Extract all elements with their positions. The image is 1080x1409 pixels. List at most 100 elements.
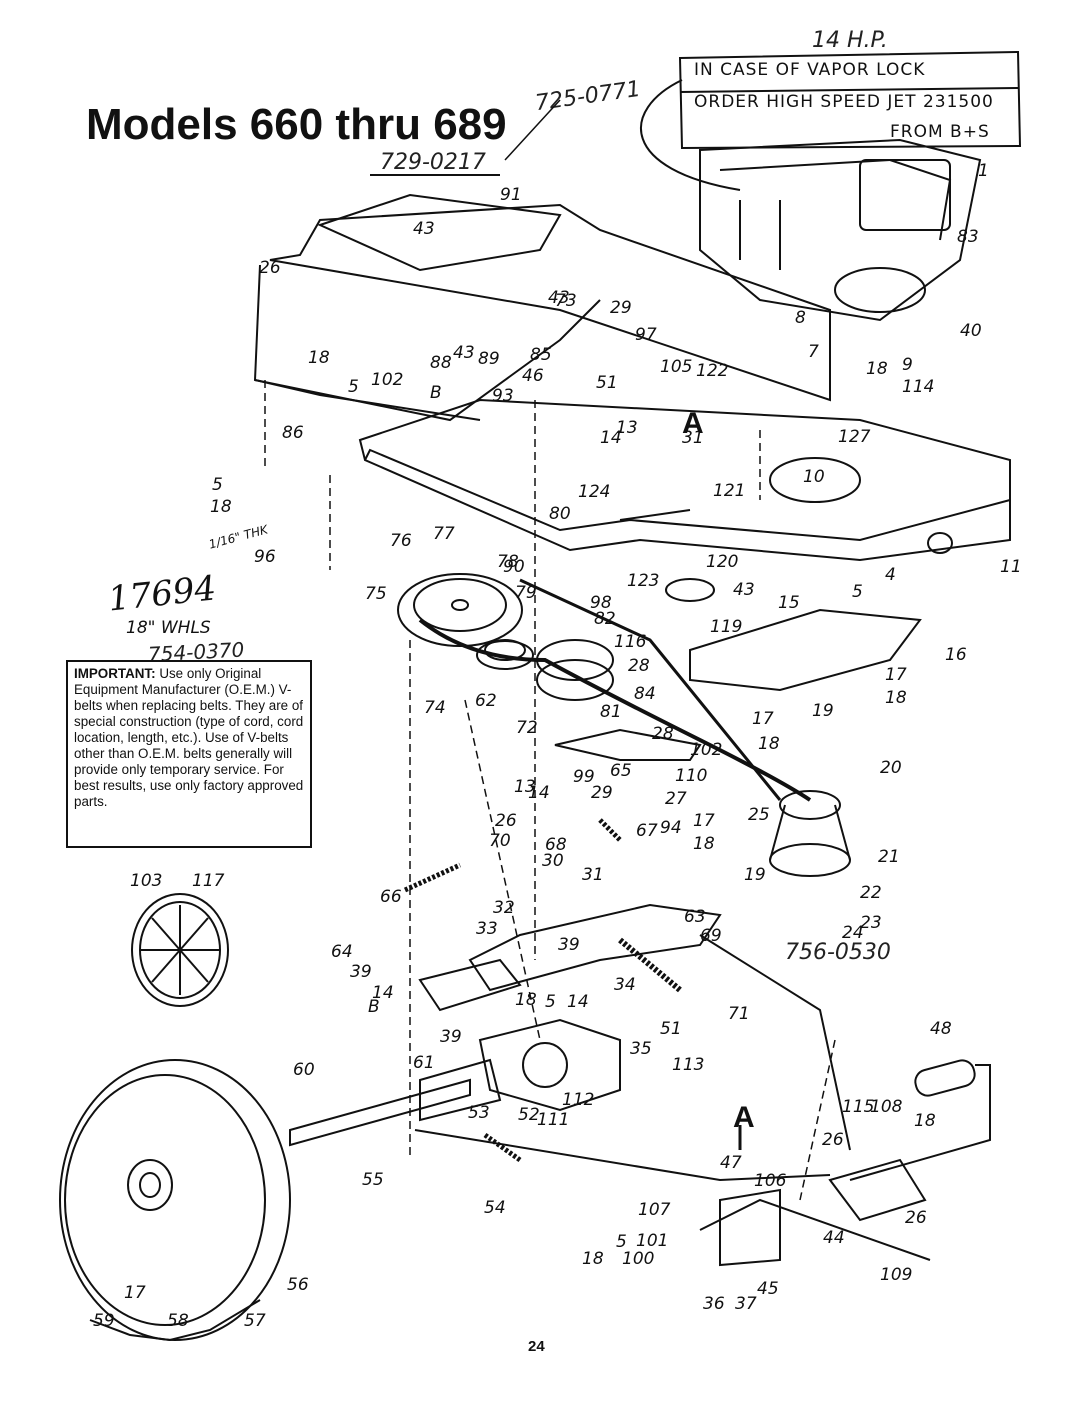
handwritten-wheel-size: 18" WHLS — [126, 618, 211, 638]
part-callout-86: 86 — [282, 423, 304, 443]
spring-34 — [618, 937, 682, 993]
part-callout-33: 33 — [476, 919, 498, 939]
part-callout-29: 29 — [591, 783, 613, 803]
part-callout-123: 123 — [627, 571, 659, 591]
part-callout-17: 17 — [885, 665, 907, 685]
part-callout-77: 77 — [433, 524, 455, 544]
part-callout-39: 39 — [350, 962, 372, 982]
part-callout-116: 116 — [614, 632, 647, 652]
idler-pulley — [476, 639, 534, 670]
part-callout-51: 51 — [660, 1019, 682, 1039]
part-callout-8: 8 — [795, 308, 806, 328]
spring-67 — [598, 818, 622, 842]
part-callout-79: 79 — [515, 583, 537, 603]
vapor-note-arrow — [640, 79, 741, 191]
part-callout-71: 71 — [728, 1004, 750, 1024]
part-callout-46: 46 — [522, 366, 544, 386]
part-callout-93: 93 — [492, 386, 514, 406]
part-callout-83: 83 — [957, 227, 979, 247]
part-callout-35: 35 — [630, 1039, 652, 1059]
part-callout-74: 74 — [424, 698, 446, 718]
dash-panel — [253, 193, 831, 422]
part-callout-111: 111 — [537, 1110, 569, 1130]
part-callout-102: 102 — [690, 740, 722, 760]
v-belt — [418, 618, 812, 802]
part-callout-84: 84 — [634, 684, 656, 704]
transmission — [419, 1018, 621, 1122]
part-callout-1: 1 — [978, 161, 989, 181]
vapor-lock-note: IN CASE OF VAPOR LOCK ORDER HIGH SPEED J… — [680, 52, 1020, 148]
part-callout-40: 40 — [960, 321, 982, 341]
part-callout-90: 90 — [503, 557, 525, 577]
part-callout-14: 14 — [600, 428, 622, 448]
part-callout-39: 39 — [440, 1027, 462, 1047]
part-callout-100: 100 — [622, 1249, 654, 1269]
part-callout-17: 17 — [693, 811, 715, 831]
part-callout-106: 106 — [754, 1171, 787, 1191]
part-callout-26: 26 — [259, 258, 281, 278]
part-callout-18: 18 — [515, 990, 537, 1010]
part-callout-9: 9 — [902, 355, 913, 375]
part-callout-43: 43 — [453, 343, 475, 363]
vapor-note-divider — [679, 87, 1019, 93]
linkage-rod — [414, 1129, 831, 1182]
part-callout-13: 13 — [616, 418, 638, 438]
part-callout-88: 88 — [430, 353, 452, 373]
part-callout-76: 76 — [390, 531, 412, 551]
vapor-note-line-2: ORDER HIGH SPEED JET 231500 — [694, 92, 994, 112]
part-callout-31: 31 — [582, 865, 604, 885]
part-callout-18: 18 — [885, 688, 907, 708]
part-callout-70: 70 — [489, 831, 511, 851]
part-callout-112: 112 — [562, 1090, 594, 1110]
part-callout-57: 57 — [244, 1311, 266, 1331]
part-callout-18: 18 — [308, 348, 330, 368]
part-callout-4: 4 — [885, 565, 896, 585]
part-callout-91: 91 — [500, 185, 522, 205]
part-callout-45: 45 — [757, 1279, 779, 1299]
part-callout-96: 96 — [254, 547, 276, 567]
part-callout-18: 18 — [758, 734, 780, 754]
vapor-note-border — [678, 50, 1022, 150]
part-callout-18: 18 — [582, 1249, 604, 1269]
part-callout-56: 56 — [287, 1275, 309, 1295]
page-number: 24 — [528, 1338, 545, 1355]
part-callout-11: 11 — [1000, 557, 1022, 577]
part-callout-44: 44 — [823, 1228, 845, 1248]
important-label: IMPORTANT: — [74, 666, 156, 681]
part-callout-10: 10 — [803, 467, 825, 487]
part-callout-48: 48 — [930, 1019, 952, 1039]
lever-bracket — [828, 1158, 927, 1222]
part-callout-43: 43 — [733, 580, 755, 600]
part-callout-5: 5 — [616, 1232, 627, 1252]
part-callout-5: 5 — [212, 475, 223, 495]
important-belt-note: IMPORTANT: Use only Original Equipment M… — [66, 660, 312, 848]
part-callout-24: 24 — [842, 923, 864, 943]
part-callout-25: 25 — [748, 805, 770, 825]
part-callout-53: 53 — [468, 1103, 490, 1123]
handwritten-pointer — [504, 99, 561, 161]
part-callout-28: 28 — [628, 656, 650, 676]
part-callout-121: 121 — [713, 481, 745, 501]
part-callout-13: 13 — [514, 777, 536, 797]
part-callout-17: 17 — [752, 709, 774, 729]
part-callout-55: 55 — [362, 1170, 384, 1190]
part-callout-102: 102 — [371, 370, 403, 390]
transmission-bracket — [468, 903, 722, 992]
part-callout-19: 19 — [812, 701, 834, 721]
hubcap — [131, 893, 229, 1007]
idler-arm — [554, 728, 702, 761]
part-callout-14: 14 — [528, 783, 550, 803]
part-callout-5: 5 — [348, 377, 359, 397]
part-callout-54: 54 — [484, 1198, 506, 1218]
rod-71 — [699, 934, 851, 1151]
part-callout-5: 5 — [852, 582, 863, 602]
part-callout-60: 60 — [293, 1060, 315, 1080]
part-callout-122: 122 — [696, 361, 728, 381]
part-callout-81: 81 — [600, 702, 622, 722]
handwritten-hp: 14 H.P. — [812, 28, 888, 53]
section-marker-a-top: A — [682, 407, 704, 440]
part-callout-94: 94 — [660, 818, 682, 838]
part-callout-18: 18 — [866, 359, 888, 379]
engine-pulley — [397, 573, 523, 647]
center-lines — [264, 380, 836, 1201]
